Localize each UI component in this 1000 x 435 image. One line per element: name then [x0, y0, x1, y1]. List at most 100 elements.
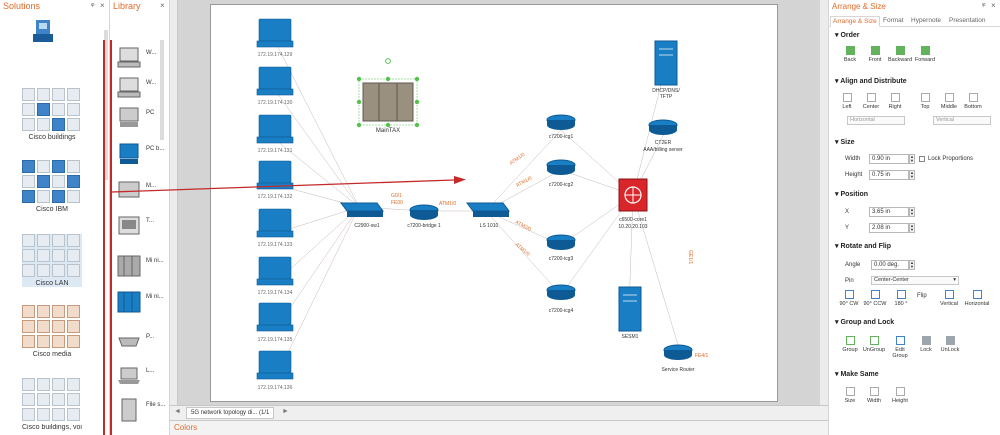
section-order[interactable]: ▾ Order: [835, 32, 860, 39]
arrange-pin-button[interactable]: ᵠ: [982, 1, 986, 10]
section-make-same[interactable]: ▾ Make Same: [835, 371, 879, 378]
section-align[interactable]: ▾ Align and Distribute: [835, 78, 907, 85]
library-item[interactable]: Mi ni...: [116, 252, 170, 282]
library-item[interactable]: W...: [116, 74, 170, 104]
flip-vertical-button[interactable]: Vertical: [935, 290, 963, 307]
height-label: Height: [845, 172, 863, 178]
library-item[interactable]: File s...: [116, 396, 170, 426]
flip-horizontal-button[interactable]: Horizontal: [963, 290, 991, 307]
rotate-90-ccw-button[interactable]: 90° CCW: [861, 290, 889, 307]
device-label: TFTP: [660, 94, 673, 100]
category-cisco-ibm[interactable]: Cisco IBM: [22, 160, 82, 213]
router-icon: [648, 119, 678, 135]
align-right-button[interactable]: Right: [883, 93, 907, 110]
tab-next-button[interactable]: ►: [282, 408, 289, 415]
device-label: SESM1: [622, 334, 639, 340]
host-ip-label: 172.19.174.129: [258, 52, 293, 58]
category-cisco-media[interactable]: Cisco media: [22, 305, 82, 358]
library-item[interactable]: M...: [116, 177, 170, 207]
mainframe-icon: [356, 58, 420, 128]
tab-page-1[interactable]: 5G network topology di... (1/1: [186, 407, 275, 419]
library-item[interactable]: L...: [116, 362, 170, 392]
rotate-90-cw-button[interactable]: 90° CW: [835, 290, 863, 307]
unlock-button[interactable]: UnLock: [938, 336, 962, 353]
same-width-button[interactable]: Width: [862, 387, 886, 404]
library-item[interactable]: Mi ni...: [116, 288, 170, 318]
category-cisco-buildings[interactable]: Cisco buildings: [22, 88, 82, 141]
same-size-button[interactable]: Size: [838, 387, 862, 404]
y-spinner[interactable]: ▲▼: [909, 223, 915, 233]
drawing-page[interactable]: 172.19.174.129 172.19.174.130 172.19.174…: [210, 4, 778, 402]
y-input[interactable]: 2.08 in: [869, 223, 909, 233]
library-item[interactable]: PC b...: [116, 140, 170, 170]
lock-proportions-label: Lock Proportions: [928, 156, 974, 162]
device-label: CT2ER: [655, 140, 672, 146]
width-input[interactable]: 0.90 in: [869, 154, 909, 164]
tab-format[interactable]: Format: [883, 17, 904, 24]
tab-hypernote[interactable]: Hypernote: [911, 17, 941, 24]
same-height-button[interactable]: Height: [888, 387, 912, 404]
device-label: c7200-icg4: [549, 308, 574, 314]
angle-input[interactable]: 0.00 deg.: [871, 260, 909, 270]
angle-spinner[interactable]: ▲▼: [909, 260, 915, 270]
group-button[interactable]: Group: [838, 336, 862, 353]
edit-group-button[interactable]: Edit Group: [888, 336, 912, 359]
switch-icon: [466, 202, 510, 217]
distribute-vertical-dropdown[interactable]: Vertical: [933, 116, 991, 125]
library-item[interactable]: PC: [116, 104, 170, 134]
section-group-lock[interactable]: ▾ Group and Lock: [835, 319, 895, 326]
device-label: 10.20.20.103: [618, 224, 647, 230]
host-ip-label: 172.19.174.132: [258, 194, 293, 200]
library-close-button[interactable]: ×: [160, 1, 165, 10]
lock-button[interactable]: Lock: [914, 336, 938, 353]
align-bottom-button[interactable]: Bottom: [961, 93, 985, 110]
rotate-180-button[interactable]: 180 °: [887, 290, 915, 307]
section-rotate-flip[interactable]: ▾ Rotate and Flip: [835, 243, 892, 250]
tab-arrange-size[interactable]: Arrange & Size: [830, 16, 880, 27]
width-spinner[interactable]: ▲▼: [909, 154, 915, 164]
solutions-close-button[interactable]: ×: [100, 1, 105, 10]
solutions-pin-button[interactable]: ᵠ: [91, 1, 95, 10]
pin-dropdown[interactable]: Center-Center ▾: [871, 276, 959, 285]
library-item[interactable]: T...: [116, 212, 170, 242]
forward-button[interactable]: Forward: [913, 46, 937, 63]
library-item[interactable]: W...: [116, 44, 170, 74]
align-center-button[interactable]: Center: [859, 93, 883, 110]
arrange-close-button[interactable]: ×: [991, 1, 996, 10]
x-label: X: [845, 209, 850, 215]
solutions-scrollbar[interactable]: [104, 30, 108, 180]
front-button[interactable]: Front: [863, 46, 887, 63]
angle-label: Angle: [845, 262, 861, 268]
server-icon: [654, 40, 678, 86]
server-icon: [618, 286, 642, 332]
ungroup-button[interactable]: UnGroup: [862, 336, 886, 353]
library-item[interactable]: P...: [116, 328, 170, 358]
router-icon: [546, 284, 576, 300]
x-spinner[interactable]: ▲▼: [909, 207, 915, 217]
drawing-canvas[interactable]: 172.19.174.129 172.19.174.130 172.19.174…: [111, 0, 828, 420]
height-spinner[interactable]: ▲▼: [909, 170, 915, 180]
link-label: GE1/1: [687, 250, 693, 264]
section-size[interactable]: ▾ Size: [835, 139, 855, 146]
backward-button[interactable]: Backward: [888, 46, 912, 63]
tab-presentation[interactable]: Presentation: [949, 17, 986, 24]
library-scrollbar[interactable]: [160, 40, 164, 140]
back-button[interactable]: Back: [838, 46, 862, 63]
x-input[interactable]: 3.65 in: [869, 207, 909, 217]
align-top-button[interactable]: Top: [913, 93, 937, 110]
library-item-label: PC b...: [146, 146, 165, 152]
laptop-icon: [118, 367, 140, 384]
canvas-scrollbar[interactable]: [820, 0, 828, 405]
tab-prev-button[interactable]: ◄: [174, 408, 181, 415]
category-cisco-voice[interactable]: Cisco buildings, voice, ph...: [22, 378, 82, 431]
distribute-horizontal-dropdown[interactable]: Horizontal: [847, 116, 905, 125]
library-item-label: T...: [146, 218, 155, 224]
lock-proportions-checkbox[interactable]: [919, 156, 925, 162]
height-input[interactable]: 0.75 in: [869, 170, 909, 180]
device-label: c7200-icg2: [549, 182, 574, 188]
align-middle-button[interactable]: Middle: [937, 93, 961, 110]
device-label: c7200-bridge 1: [407, 223, 441, 229]
section-position[interactable]: ▾ Position: [835, 191, 869, 198]
category-cisco-lan[interactable]: Cisco LAN: [22, 234, 82, 287]
align-left-button[interactable]: Left: [835, 93, 859, 110]
